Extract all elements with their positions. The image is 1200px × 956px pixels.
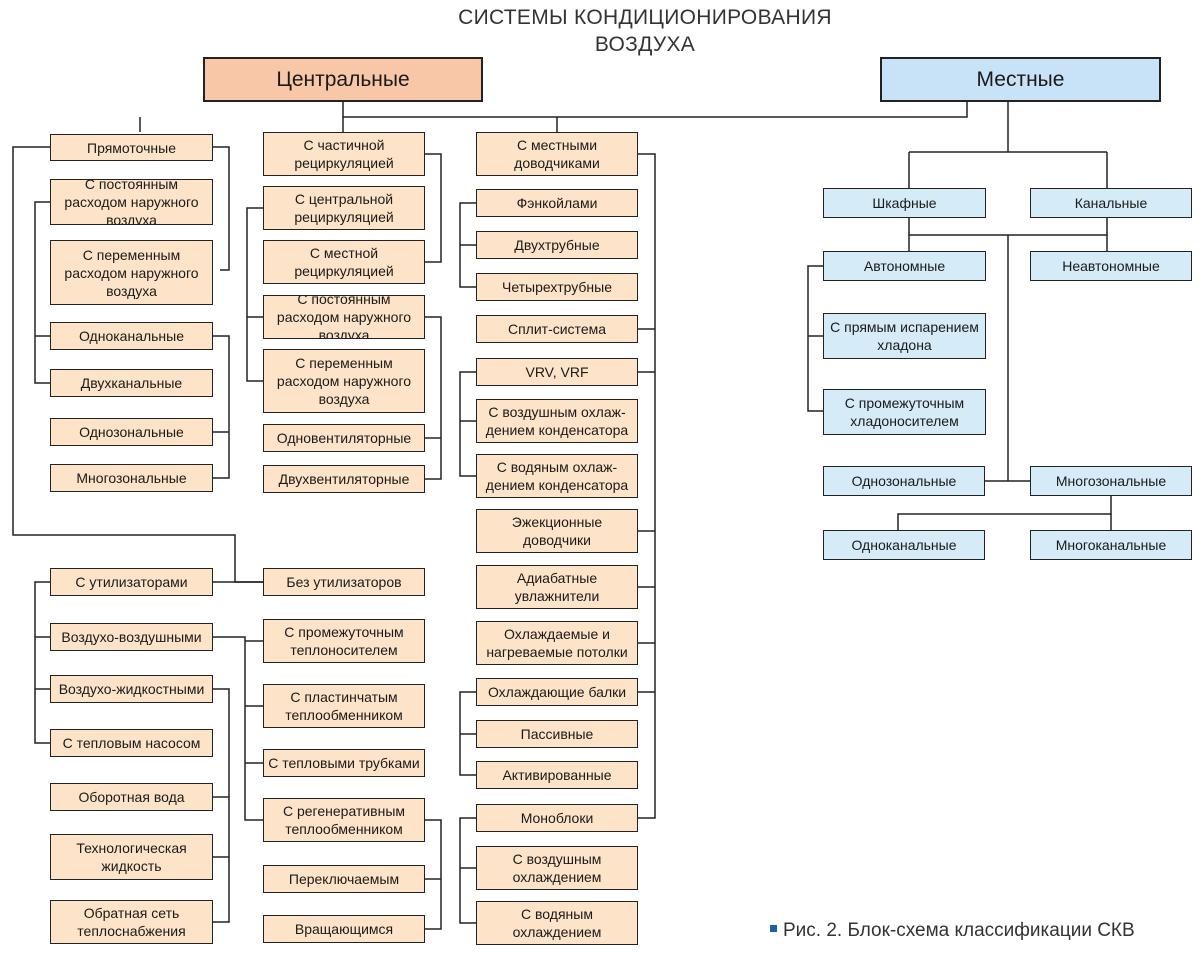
exchanger-item: С тепловыми трубками <box>263 749 425 777</box>
title-line-1: СИСТЕМЫ КОНДИЦИОНИРОВАНИЯ <box>458 6 832 29</box>
local-autonomous: Автономные <box>823 251 986 281</box>
recovery-item: Технологическая жидкость <box>50 834 213 880</box>
central-col3-item: С местными доводчиками <box>476 132 638 176</box>
title-line-2: ВОЗДУХА <box>594 33 696 56</box>
exchanger-item: Переключаемым <box>263 865 425 893</box>
local-cabinet: Шкафные <box>823 188 986 218</box>
recovery-item: Обратная сеть теплоснабжения <box>50 900 213 944</box>
central-col3-item: VRV, VRF <box>476 358 638 386</box>
central-col3-item: Охлаждающие балки <box>476 678 638 706</box>
central-col3-item: Четырехтрубные <box>476 273 638 301</box>
central-col1-item: Двухканальные <box>50 369 213 397</box>
caption-text: Рис. 2. Блок-схема классификации СКВ <box>783 920 1135 941</box>
local-multi-channel: Многоканальные <box>1030 530 1192 560</box>
central-col2-item: С частичной рециркуляцией <box>263 132 425 176</box>
figure-caption: Рис. 2. Блок-схема классификации СКВ <box>770 920 1190 942</box>
diagram-title: СИСТЕМЫ КОНДИЦИОНИРОВАНИЯ ВОЗДУХА <box>400 4 890 58</box>
caption-marker-icon <box>770 925 777 933</box>
recovery-item: Воздухо-жидкостными <box>50 675 213 703</box>
central-col3-item: Двухтрубные <box>476 231 638 259</box>
central-col2-item: С переменным расходом наружного воздуха <box>263 349 425 413</box>
central-col3-item: С воздушным охлаждением <box>476 846 638 890</box>
central-col2-item: С местной рециркуляцией <box>263 240 425 284</box>
central-col3-item: Сплит-система <box>476 315 638 343</box>
central-col1-item: Прямоточные <box>50 134 213 161</box>
exchanger-item: С пластинчатым теплообменником <box>263 684 425 728</box>
central-col2-item: Одновентиляторные <box>263 424 425 452</box>
local-direct-evaporation: С прямым испарением хладона <box>823 313 986 359</box>
central-col1-item: С переменным расходом наружного воздуха <box>50 240 213 305</box>
recovery-item: Оборотная вода <box>50 783 213 811</box>
central-col3-item: Адиабатные увлажнители <box>476 565 638 609</box>
central-col1-item: Многозональные <box>50 464 213 492</box>
central-col3-item: С водяным охлаждением <box>476 901 638 945</box>
local-duct: Канальные <box>1030 188 1192 218</box>
local-header: Местные <box>880 57 1161 102</box>
central-col2-item: Двухвентиляторные <box>263 465 425 493</box>
central-col2-item: С центральной рециркуляцией <box>263 186 425 230</box>
central-col1-item: Одноканальные <box>50 322 213 350</box>
central-header: Центральные <box>203 57 483 102</box>
central-col3-item: Эжекционные доводчики <box>476 509 638 553</box>
exchanger-item: Вращающимся <box>263 915 425 943</box>
local-single-channel: Одноканальные <box>823 530 985 560</box>
central-col3-item: Пассивные <box>476 720 638 748</box>
central-col3-item: Моноблоки <box>476 804 638 832</box>
central-col3-item: Фэнкойлами <box>476 189 638 217</box>
central-col3-item: С водяным охлаж-дением конденсатора <box>476 454 638 498</box>
local-multi-zone: Многозональные <box>1030 466 1192 496</box>
central-col2-item: С постоянным расходом наружного воздуха <box>263 295 425 339</box>
central-col3-item: Охлаждаемые и нагреваемые потолки <box>476 621 638 665</box>
recovery-item: С утилизаторами <box>50 568 213 596</box>
exchanger-item: С регенеративным теплообменником <box>263 798 425 842</box>
central-col1-item: С постоянным расходом наружного воздуха <box>50 179 213 225</box>
exchanger-item: С промежуточным теплоносителем <box>263 619 425 663</box>
recovery-item: Воздухо-воздушными <box>50 623 213 651</box>
central-col1-item: Однозональные <box>50 418 213 446</box>
central-col3-item: Активированные <box>476 761 638 789</box>
exchanger-item: Без утилизаторов <box>263 568 425 596</box>
central-col3-item: С воздушным охлаж-дением конденсатора <box>476 399 638 443</box>
local-single-zone: Однозональные <box>823 466 985 496</box>
local-intermediate-coolant: С промежуточным хладоносителем <box>823 389 986 435</box>
recovery-item: С тепловым насосом <box>50 729 213 757</box>
local-nonautonomous: Неавтономные <box>1030 251 1192 281</box>
